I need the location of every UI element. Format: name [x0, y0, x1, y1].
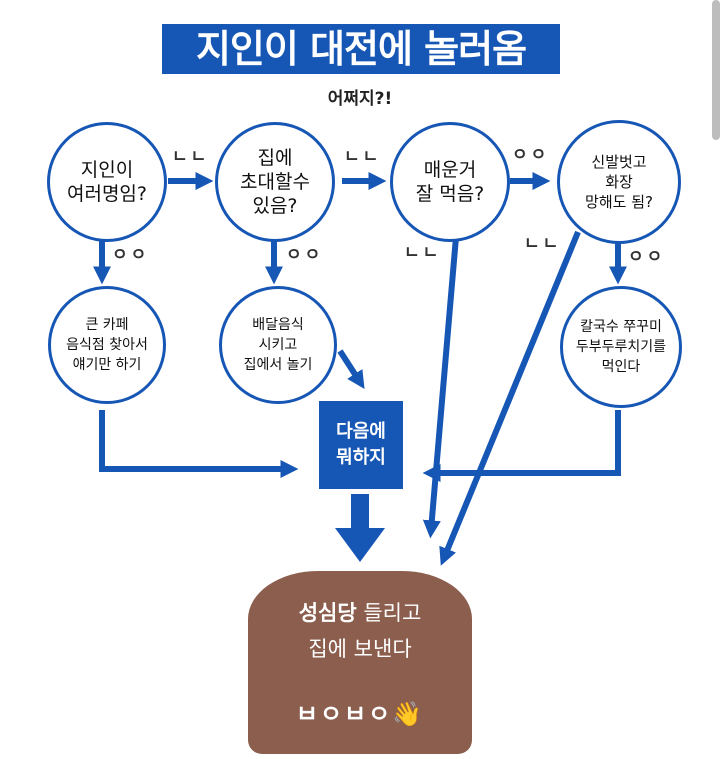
final-bakery-name: 성심당: [298, 601, 357, 625]
label-no-q2: ㄴㄴ: [344, 147, 382, 167]
final-line2: 집에 보낸다: [308, 637, 412, 661]
final-line1: 성심당 들리고: [248, 597, 472, 627]
final-bye: ㅂㅇㅂㅇ👋: [248, 694, 472, 729]
arrow-a1-box: [99, 410, 299, 478]
answer-big-cafe-text: 큰 카페 음식점 찾아서 얘기만 하기: [66, 317, 148, 373]
label-no-q3: ㄴㄴ: [404, 243, 442, 263]
question-shoes-makeup: 신발벗고 화장 망해도 됨?: [557, 120, 681, 244]
question-spicy-food: 매운거 잘 먹음?: [390, 122, 510, 242]
question-guest-count: 지인이 여러명임?: [47, 122, 167, 242]
label-no-q1: ㄴㄴ: [172, 147, 210, 167]
arrow-box-final: [335, 494, 385, 562]
question-shoes-makeup-text: 신발벗고 화장 망해도 됨?: [585, 153, 653, 211]
next-step-box: 다음에 뭐하지: [319, 401, 403, 489]
answer-big-cafe: 큰 카페 음식점 찾아서 얘기만 하기: [48, 286, 166, 404]
diagram-subtitle: 어쩌지?!: [327, 89, 393, 109]
arrow-a3-box: [422, 410, 621, 482]
answer-local-food-text: 칼국수 쭈꾸미 두부두루치기를 먹인다: [575, 319, 667, 375]
waving-hand-icon: 👋: [392, 700, 425, 728]
label-yes-q2: ㅇㅇ: [286, 245, 324, 265]
label-yes-q1: ㅇㅇ: [112, 245, 150, 265]
diagram-title: 지인이 대전에 놀러옴: [162, 24, 560, 74]
question-home-invite-text: 집에 초대할수 있음?: [240, 147, 310, 217]
label-yes-q3: ㅇㅇ: [512, 145, 550, 165]
answer-delivery-food: 배달음식 시키고 집에서 놀기: [219, 286, 337, 404]
label-yes-q4: ㅇㅇ: [628, 247, 666, 267]
arrow-q3-final: [422, 236, 459, 539]
question-spicy-food-text: 매운거 잘 먹음?: [415, 159, 485, 205]
scrollbar[interactable]: [712, 0, 720, 140]
arrow-q4-final: [439, 230, 581, 566]
answer-delivery-food-text: 배달음식 시키고 집에서 놀기: [243, 317, 313, 373]
final-line1-rest: 들리고: [356, 601, 422, 625]
arrow-a2-box: [337, 349, 365, 390]
final-bye-text: ㅂㅇㅂㅇ: [295, 700, 393, 728]
question-guest-count-text: 지인이 여러명임?: [66, 159, 147, 205]
question-home-invite: 집에 초대할수 있음?: [215, 122, 335, 242]
answer-local-food: 칼국수 쭈꾸미 두부두루치기를 먹인다: [560, 286, 682, 408]
final-bread: 성심당 들리고 집에 보낸다 ㅂㅇㅂㅇ👋: [248, 571, 472, 754]
label-no-q4: ㄴㄴ: [524, 234, 562, 254]
